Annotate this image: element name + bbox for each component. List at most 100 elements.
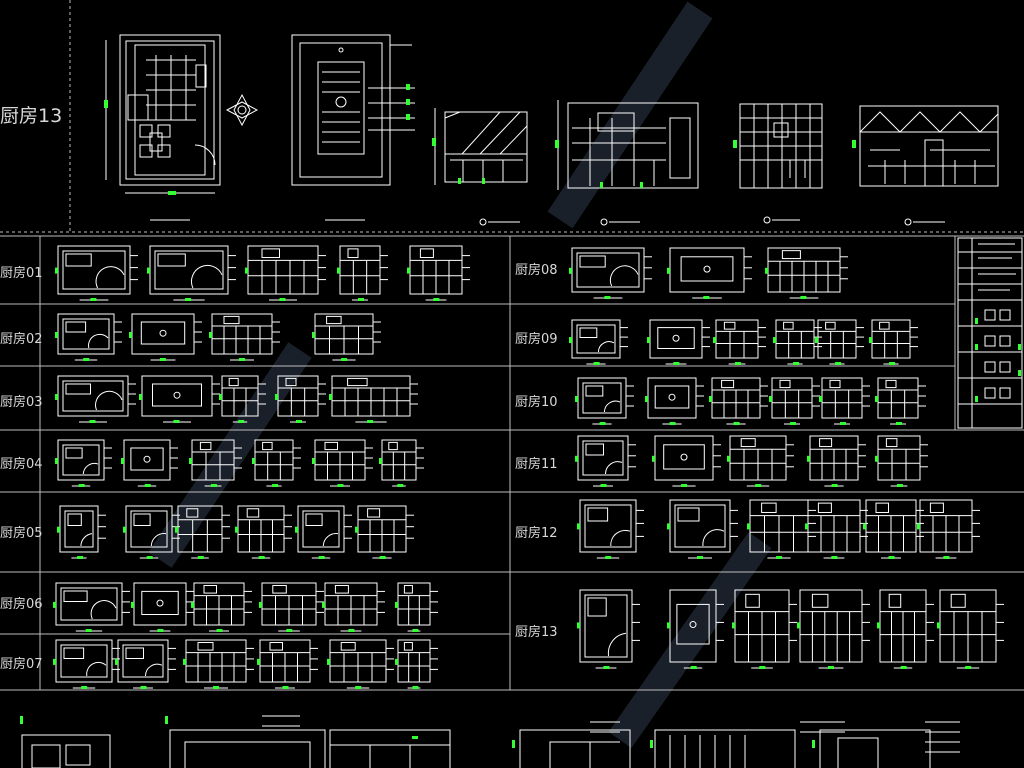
dimension-marker	[139, 394, 180, 423]
annotation-leaders	[128, 383, 136, 405]
kitchen-drawing	[877, 589, 934, 669]
dimension-marker	[55, 267, 97, 301]
kitchen-drawing	[807, 435, 866, 487]
annotation-leaders	[222, 514, 230, 539]
annotation-leaders	[430, 647, 438, 670]
dimension-marker	[805, 523, 838, 559]
dimension-marker	[312, 458, 344, 487]
kitchen-drawing	[917, 499, 980, 559]
kitchen-drawing	[569, 319, 628, 365]
annotation-leaders	[98, 514, 106, 539]
annotation-leaders	[972, 509, 980, 537]
annotation-leaders	[380, 255, 388, 281]
sheet-frame	[0, 0, 1024, 691]
kitchen-drawing	[355, 505, 414, 559]
kitchen-drawing	[329, 375, 418, 423]
annotation-leaders	[926, 603, 934, 641]
dimension-marker	[727, 455, 762, 487]
dimension-marker	[815, 337, 842, 365]
annotation-leaders	[626, 385, 634, 407]
kitchen-drawing	[129, 313, 202, 361]
kitchen-drawing	[121, 439, 178, 487]
kitchen-drawing	[379, 439, 424, 487]
dimension-marker	[807, 455, 838, 487]
kitchen-drawing	[295, 505, 352, 559]
dimension-marker	[337, 267, 364, 301]
annotation-leaders	[862, 603, 870, 641]
dimension-marker	[732, 622, 766, 669]
kitchen-drawing	[645, 377, 704, 425]
annotation-leaders	[812, 385, 820, 407]
annotation-leaders	[246, 647, 254, 670]
annotation-leaders	[310, 647, 318, 670]
row-label: 厨房04	[0, 456, 43, 472]
dimension-marker	[219, 394, 245, 423]
dimension-marker	[53, 601, 92, 632]
elevation-markers	[432, 138, 856, 188]
dimension-marker	[877, 622, 907, 669]
annotation-leaders	[244, 590, 252, 613]
annotation-leaders	[130, 255, 138, 281]
elevation-d	[859, 105, 999, 187]
dimension-marker	[191, 601, 223, 632]
annotation-leaders	[194, 321, 202, 343]
dimension-marker	[577, 622, 610, 669]
right-row-labels: 厨房08 厨房09 厨房10 厨房11 厨房12 厨房13	[515, 262, 558, 640]
watermark	[148, 1, 772, 749]
kitchen-drawing	[875, 377, 926, 425]
kitchen-drawing	[575, 435, 636, 487]
kitchen-drawing	[937, 589, 1004, 669]
kitchen-drawing	[805, 499, 868, 559]
kitchen-drawing	[797, 589, 870, 669]
dimension-marker	[577, 523, 612, 559]
kitchen-drawing	[235, 505, 292, 559]
annotation-leaders	[918, 385, 926, 407]
annotation-leaders	[862, 385, 870, 407]
annotation-leaders	[696, 385, 704, 407]
dimension-marker	[575, 396, 606, 425]
dimension-marker	[175, 526, 204, 559]
dimension-marker	[863, 523, 895, 559]
kitchen-drawing	[312, 439, 373, 487]
dimension-marker	[667, 523, 703, 559]
kitchen-drawing	[773, 319, 822, 365]
annotation-leaders	[716, 603, 724, 641]
legend-markers	[975, 318, 1021, 402]
kitchen-drawing	[175, 505, 230, 559]
dimension-marker	[55, 394, 96, 423]
dimension-marker	[765, 267, 807, 299]
ceiling-plan	[291, 34, 415, 186]
dimension-marker	[327, 658, 362, 689]
kitchen-drawing	[55, 245, 138, 301]
annotation-leaders	[620, 327, 628, 348]
kitchen-drawing	[765, 247, 848, 299]
kitchen-drawing	[815, 319, 864, 365]
annotation-leaders	[628, 444, 636, 468]
bottom-strip	[21, 715, 960, 768]
dimension-marker	[747, 523, 783, 559]
kitchen-drawing	[709, 377, 768, 425]
annotation-leaders	[808, 509, 816, 537]
floor-plan-dims	[104, 100, 176, 195]
kitchen-drawing	[245, 245, 326, 301]
dimension-marker	[379, 458, 404, 487]
row-label: 厨房13	[515, 624, 558, 640]
dimension-marker	[121, 458, 151, 487]
kitchen-drawing	[53, 639, 120, 689]
elevation-c	[739, 103, 823, 189]
kitchen-drawing	[259, 582, 324, 632]
title-tags	[150, 216, 945, 226]
annotation-leaders	[406, 514, 414, 539]
dimension-marker	[713, 337, 741, 365]
annotation-leaders	[758, 327, 766, 348]
dimension-marker	[123, 526, 153, 559]
dimension-marker	[147, 267, 192, 301]
dimension-marker	[819, 396, 846, 425]
row-label: 厨房06	[0, 596, 43, 612]
dimension-marker	[569, 267, 611, 299]
annotation-leaders	[744, 256, 752, 280]
elevation-a	[434, 108, 528, 185]
kitchen-drawing	[147, 245, 236, 301]
